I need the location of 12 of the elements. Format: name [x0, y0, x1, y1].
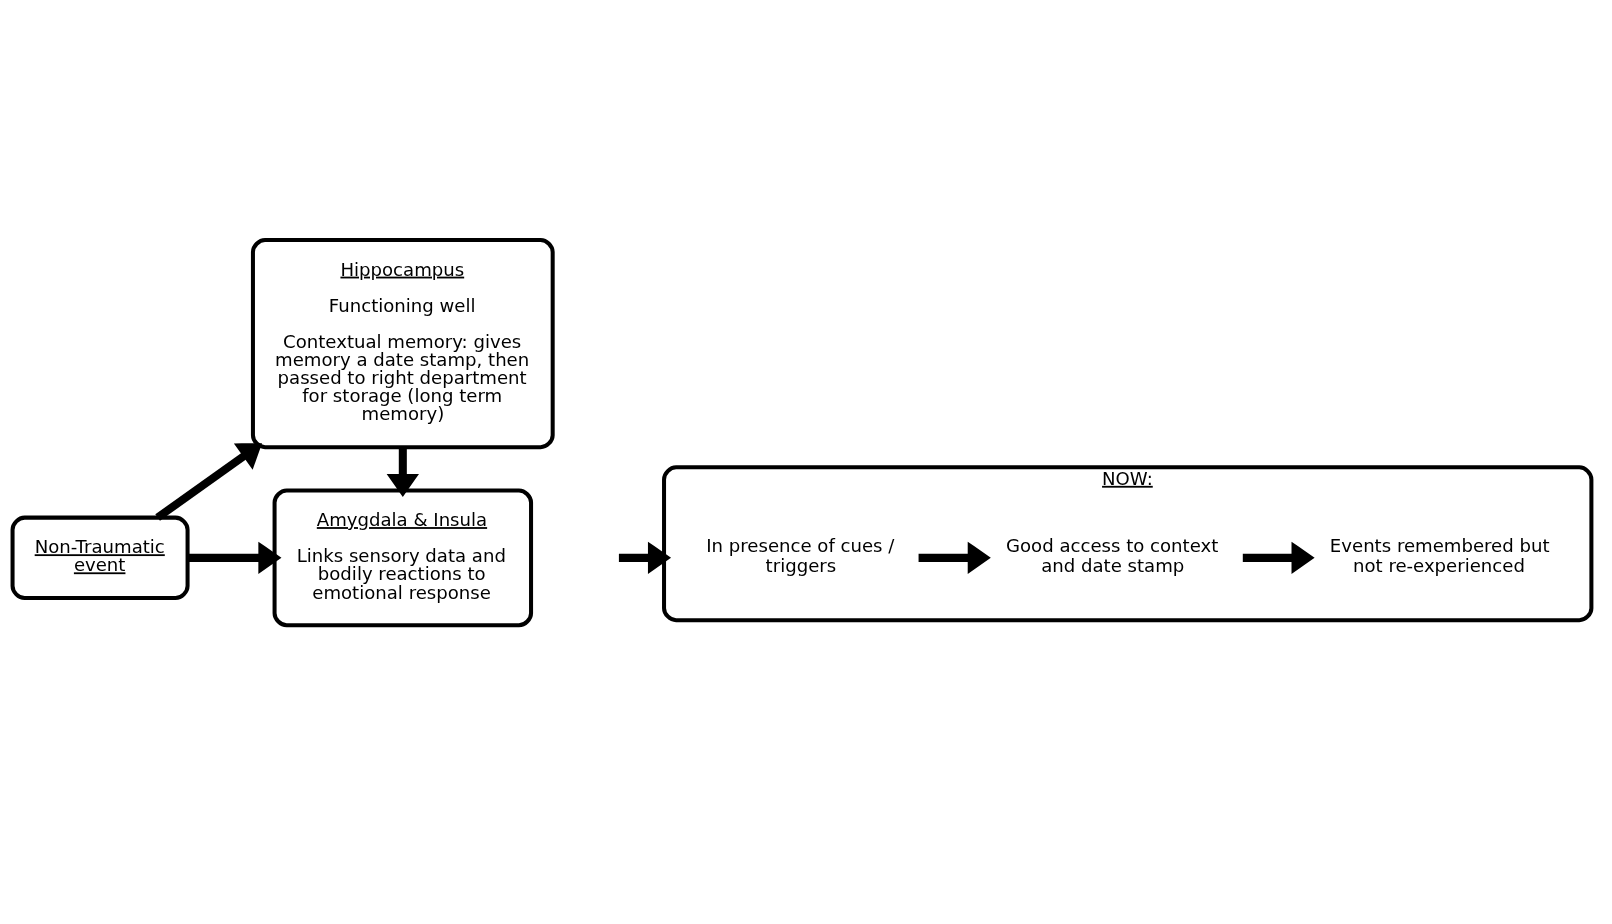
arrow: [618, 541, 672, 575]
arrow: [155, 443, 263, 521]
node-text: In presence of cues / triggers: [706, 535, 895, 577]
node-box: Non-Traumatic event: [10, 515, 190, 601]
node-box: Amygdala & Insula Links sensory data and bodily reactions to emotional response: [272, 488, 534, 628]
node-text: Good access to context and date stamp: [1006, 535, 1219, 577]
node-text: Events remembered but not re-experienced: [1329, 535, 1550, 577]
arrow: [918, 541, 991, 575]
arrow: [386, 447, 419, 498]
arrow: [187, 541, 282, 575]
node-box: Hippocampus Functioning well Contextual memory: gives memory a date stamp, then passed to right department for storage (long term memory): [250, 238, 555, 450]
arrow: [1242, 541, 1315, 575]
